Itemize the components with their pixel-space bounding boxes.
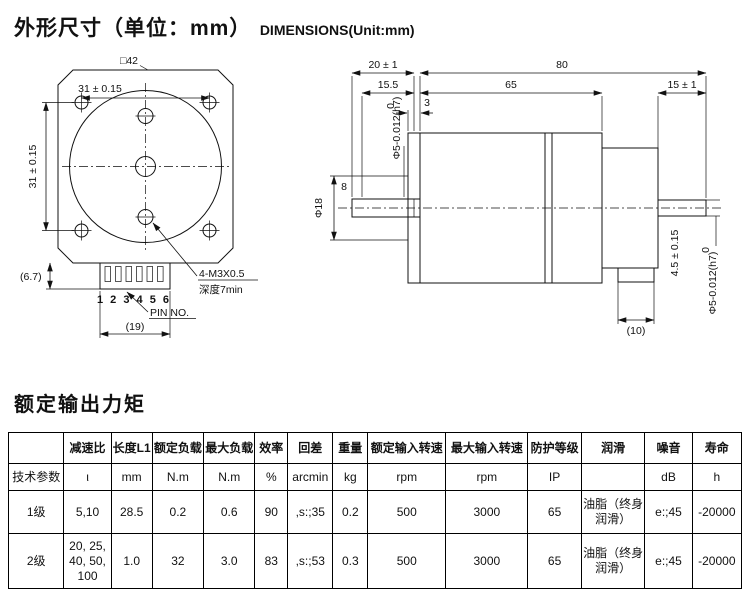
unit-cell: rpm	[445, 463, 529, 491]
unit-cell: kg	[332, 463, 369, 491]
dim-65: 65	[505, 79, 517, 91]
m3-holes	[135, 108, 156, 225]
dim-80: 80	[556, 59, 568, 71]
bottom-tab	[617, 267, 655, 283]
output-shaft	[657, 199, 707, 217]
spec-cell: 65	[527, 490, 582, 534]
header-cell	[7, 432, 65, 464]
mounting-holes	[71, 92, 220, 241]
unit-cell: arcmin	[287, 463, 334, 491]
header-cell: 长度L1	[110, 432, 153, 464]
spec-cell: e:;45	[644, 533, 693, 589]
page-title-zh: 外形尺寸（单位：mm）	[14, 17, 252, 40]
dim-20: 20 ± 1	[368, 59, 397, 71]
header-cell: 润滑	[580, 432, 646, 464]
side-view: 20 ± 1 80 15.5 65 15 ± 1 3 0 Φ5-0.012(h7…	[313, 59, 724, 337]
thread-note-line2: 深度7min	[199, 283, 243, 296]
spec-cell: 3000	[445, 490, 529, 534]
spec-cell: 0.2	[332, 490, 369, 534]
header-cell: 回差	[287, 432, 334, 464]
front-view: 31 ± 0.15 31 ± 0.15 □42 1 2 3 4 5 6 PIN …	[20, 55, 258, 338]
spec-cell: ,s:;35	[287, 490, 334, 534]
header-cell: 最大负载	[203, 432, 256, 464]
dim-square-size: □42	[120, 55, 138, 67]
header-cell: 额定输入转速	[367, 432, 447, 464]
header-cell: 寿命	[691, 432, 743, 464]
table-row-stage2: 2级 20, 25, 40, 50, 100 1.0 32 3.0 83 ,s:…	[7, 533, 743, 589]
spec-cell: 90	[254, 490, 289, 534]
spec-cell: 28.5	[110, 490, 153, 534]
unit-cell: h	[691, 463, 743, 491]
header-cell: 效率	[254, 432, 289, 464]
table-header-row: 减速比 长度L1 额定负载 最大负载 效率 回差 重量 额定输入转速 最大输入转…	[7, 432, 743, 464]
unit-cell: N.m	[203, 463, 256, 491]
input-shaft-dia: Φ5-0.012(h7)	[391, 97, 403, 160]
dim-hole-pitch-v: 31 ± 0.15	[27, 144, 39, 188]
table-row-stage1: 1级 5,10 28.5 0.2 0.6 90 ,s:;35 0.2 500 3…	[7, 490, 743, 534]
dim-hole-pitch-h: 31 ± 0.15	[78, 83, 122, 95]
connector	[99, 262, 171, 290]
output-shaft-dia-tolerance-zero: 0	[700, 247, 712, 253]
spec-cell: 1.0	[110, 533, 153, 589]
spec-cell: 1级	[7, 490, 65, 534]
thread-note-line1: 4-M3X0.5	[199, 268, 245, 280]
spec-cell: -20000	[691, 533, 743, 589]
unit-cell: dB	[644, 463, 693, 491]
spec-cell: e:;45	[644, 490, 693, 534]
dim-10: (10)	[627, 325, 646, 337]
output-shaft-dia: Φ5-0.012(h7)	[707, 252, 719, 315]
spec-cell: 3000	[445, 533, 529, 589]
dim-phi18: Φ18	[313, 198, 325, 218]
dim-4-5: 4.5 ± 0.15	[669, 230, 681, 277]
spec-cell: 油脂（终身润滑）	[580, 533, 646, 589]
spec-cell: ,s:;53	[287, 533, 334, 589]
spec-cell: 83	[254, 533, 289, 589]
spec-cell: -20000	[691, 490, 743, 534]
spec-cell: 5,10	[63, 490, 112, 534]
unit-cell	[580, 463, 646, 491]
header-cell: 最大输入转速	[445, 432, 529, 464]
unit-cell: N.m	[151, 463, 205, 491]
header-cell: 噪音	[644, 432, 693, 464]
spec-cell: 3.0	[203, 533, 256, 589]
dim-15: 15 ± 1	[667, 79, 696, 91]
input-shaft-dia-tolerance-zero: 0	[385, 103, 397, 109]
dim-3: 3	[424, 97, 430, 109]
unit-cell: ι	[63, 463, 112, 491]
pin-no-label: PIN NO.	[150, 307, 189, 319]
dim-connector-offset: (6.7)	[20, 271, 42, 283]
header-cell: 重量	[332, 432, 369, 464]
dim-connector-width: (19)	[126, 321, 145, 333]
spec-table: 减速比 长度L1 额定负载 最大负载 效率 回差 重量 额定输入转速 最大输入转…	[7, 432, 743, 589]
spec-cell: 32	[151, 533, 205, 589]
spec-cell: 20, 25, 40, 50, 100	[63, 533, 112, 589]
section-title: 额定输出力矩	[14, 394, 146, 416]
unit-cell: %	[254, 463, 289, 491]
flange-outline	[57, 69, 234, 264]
dim-8: 8	[341, 181, 347, 193]
spec-cell: 500	[367, 490, 447, 534]
dimension-drawing: 31 ± 0.15 31 ± 0.15 □42 1 2 3 4 5 6 PIN …	[20, 55, 724, 338]
header-cell: 额定负载	[151, 432, 205, 464]
spec-cell: 0.6	[203, 490, 256, 534]
page-title-en: DIMENSIONS(Unit:mm)	[259, 22, 415, 38]
unit-cell: 技术参数	[7, 463, 65, 491]
pin-numbers: 1 2 3 4 5 6	[97, 294, 171, 306]
header-cell: 减速比	[63, 432, 112, 464]
spec-cell: 0.2	[151, 490, 205, 534]
table-units-row: 技术参数 ι mm N.m N.m % arcmin kg rpm rpm IP…	[7, 463, 743, 491]
dim-15-5: 15.5	[378, 79, 399, 91]
spec-cell: 油脂（终身润滑）	[580, 490, 646, 534]
page-title: 外形尺寸（单位：mm） DIMENSIONS(Unit:mm)	[14, 12, 415, 42]
spec-cell: 0.3	[332, 533, 369, 589]
header-cell: 防护等级	[527, 432, 582, 464]
unit-cell: IP	[527, 463, 582, 491]
spec-cell: 65	[527, 533, 582, 589]
spec-cell: 500	[367, 533, 447, 589]
unit-cell: rpm	[367, 463, 447, 491]
unit-cell: mm	[110, 463, 153, 491]
spec-cell: 2级	[7, 533, 65, 589]
